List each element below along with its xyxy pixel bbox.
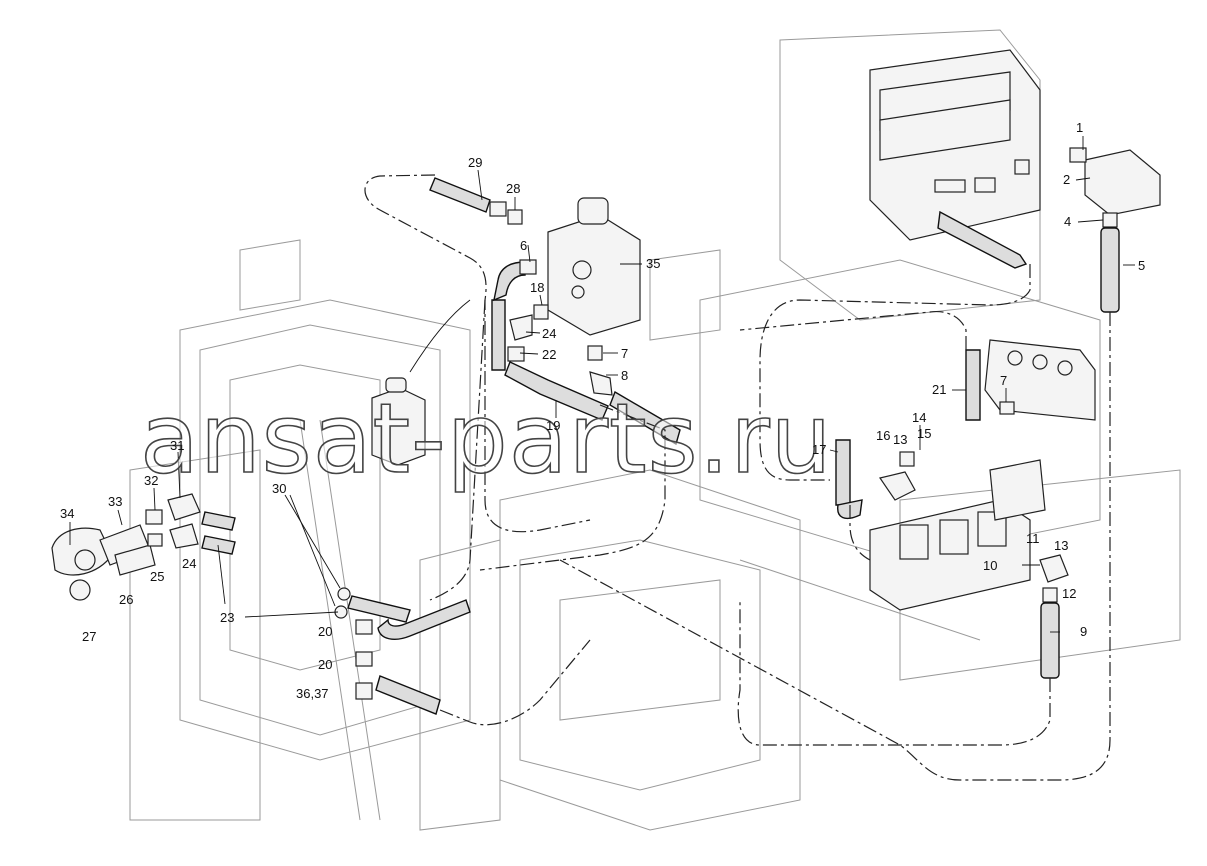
component-tank <box>371 299 471 466</box>
callout-27: 27 <box>82 629 96 644</box>
callout-22: 22 <box>542 347 556 362</box>
machine-frame <box>129 29 1181 831</box>
callout-35: 35 <box>646 256 660 271</box>
callout-13-upper: 13 <box>893 432 907 447</box>
callout-23: 23 <box>220 610 234 625</box>
callout-36-37: 36,37 <box>296 686 329 701</box>
callout-5: 5 <box>1138 258 1145 273</box>
callout-14: 14 <box>912 410 926 425</box>
valve-2 <box>1069 147 1161 216</box>
callout-20-upper: 20 <box>318 624 332 639</box>
callout-21: 21 <box>932 382 946 397</box>
leader-lines <box>69 136 1135 633</box>
callout-16: 16 <box>876 428 890 443</box>
hose-9 <box>1039 554 1069 679</box>
callout-20-lower: 20 <box>318 657 332 672</box>
callout-32: 32 <box>144 473 158 488</box>
watermark: ansat-parts.ru <box>140 383 833 495</box>
callout-13-lower: 13 <box>1054 538 1068 553</box>
pump-assembly <box>869 459 1046 611</box>
callout-7-mid: 7 <box>621 346 628 361</box>
hose-routing-lines <box>364 174 1111 781</box>
callout-labels: 1 2 4 5 29 28 6 35 18 24 22 7 8 19 21 7 … <box>60 120 1145 701</box>
callout-29: 29 <box>468 155 482 170</box>
quick-couplers-left <box>51 493 236 601</box>
hose-29 <box>429 177 523 225</box>
callout-12: 12 <box>1062 586 1076 601</box>
hose-5 <box>1100 212 1120 313</box>
fittings-7-8 <box>587 345 613 396</box>
callout-11: 11 <box>1026 531 1040 546</box>
callout-7-right: 7 <box>1000 373 1007 388</box>
fittings-18-24-22 <box>491 259 609 421</box>
callout-30: 30 <box>272 481 286 496</box>
callout-10: 10 <box>983 558 997 573</box>
hose-valve-block <box>937 210 1028 269</box>
callout-8: 8 <box>621 368 628 383</box>
callout-4: 4 <box>1064 214 1071 229</box>
callout-15: 15 <box>917 426 931 441</box>
callout-24-top: 24 <box>542 326 556 341</box>
callout-24-left: 24 <box>182 556 196 571</box>
callout-28: 28 <box>506 181 520 196</box>
callout-17: 17 <box>812 442 826 457</box>
callout-19: 19 <box>546 418 560 433</box>
pressure-valve-35 <box>547 197 641 336</box>
callout-31: 31 <box>170 438 184 453</box>
hose-long <box>609 390 681 446</box>
callout-9: 9 <box>1080 624 1087 639</box>
callout-18: 18 <box>530 280 544 295</box>
callout-34: 34 <box>60 506 74 521</box>
callout-26: 26 <box>119 592 133 607</box>
callout-2: 2 <box>1063 172 1070 187</box>
control-valve-block <box>869 49 1041 241</box>
hoses-lower-left <box>334 587 471 715</box>
callout-6: 6 <box>520 238 527 253</box>
callout-1: 1 <box>1076 120 1083 135</box>
hose-17 <box>835 439 916 520</box>
callout-33: 33 <box>108 494 122 509</box>
valve-block-right <box>965 339 1096 421</box>
callout-25: 25 <box>150 569 164 584</box>
